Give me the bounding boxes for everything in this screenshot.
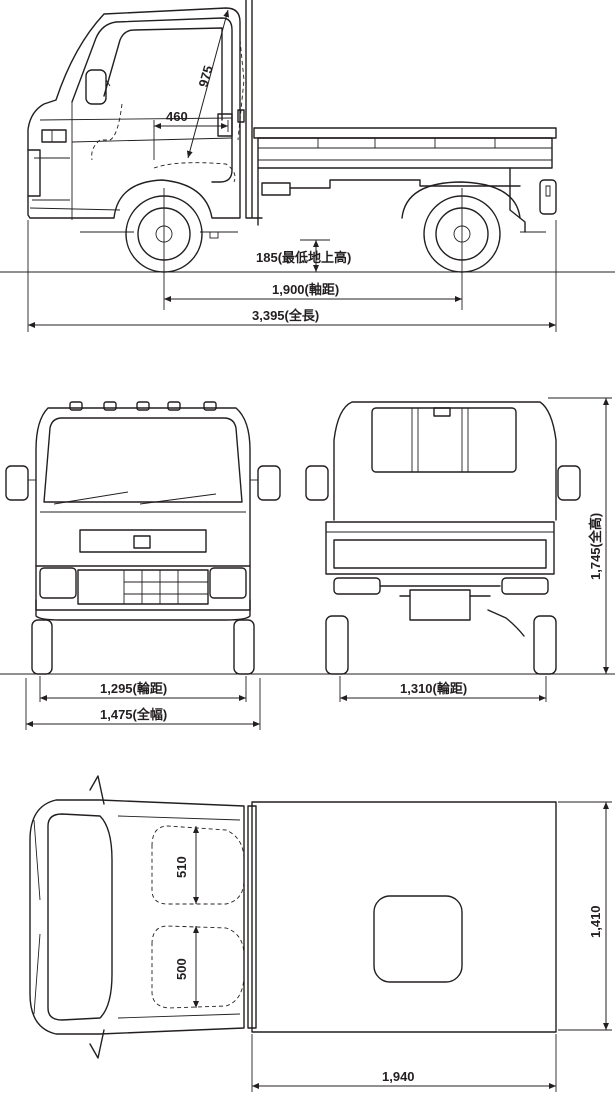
front-tire-left	[31, 619, 53, 675]
front-mirror-right	[250, 465, 281, 501]
rear-cab-outline	[333, 401, 557, 521]
front-tire-right	[233, 619, 255, 675]
front-mirror-left	[5, 465, 36, 501]
rear-guard-frame	[371, 407, 517, 473]
front-wiper	[53, 491, 217, 505]
top-bed-hatch	[373, 895, 463, 983]
rear-mirror-right	[557, 465, 581, 501]
front-cab-outline	[35, 407, 251, 611]
rear-tire-right	[533, 615, 557, 675]
rear-overall-height-label: 1,745(全高)	[588, 513, 603, 580]
top-bed-width-label: 1,410	[588, 905, 603, 938]
top-cargo-bed	[247, 801, 557, 1033]
front-headlight-left	[39, 567, 77, 599]
front-lower-grille	[77, 569, 209, 605]
side-cab-back-pole	[245, 0, 263, 219]
top-seat-upper-label: 510	[174, 856, 189, 878]
side-rear-wheel	[401, 181, 521, 273]
side-ground-clearance-label: 185(最低地上高)	[256, 250, 351, 265]
front-headlight-right	[209, 567, 247, 599]
front-emblem	[133, 535, 151, 549]
top-cab	[29, 775, 245, 1059]
rear-license-plate	[409, 589, 471, 621]
rear-view: 1,310(輪距) 1,745(全高)	[305, 397, 612, 702]
rear-lamp-right	[501, 577, 549, 595]
front-windshield	[43, 417, 243, 503]
top-view: 510 500 1,410 1,940	[29, 775, 612, 1092]
rear-exhaust	[487, 609, 525, 637]
side-overall-length-label: 3,395(全長)	[252, 308, 319, 323]
side-cab	[27, 7, 245, 239]
rear-track-label: 1,310(輪距)	[400, 681, 467, 696]
front-roof-lamps	[69, 401, 217, 411]
side-seat-diagonal-arrow	[186, 9, 230, 159]
side-seat-angle-label: 975	[195, 64, 215, 89]
rear-tailgate	[325, 521, 555, 575]
side-cargo-bed	[253, 127, 557, 233]
top-seat-lower-label: 500	[174, 958, 189, 980]
front-view: 1,295(輪距) 1,475(全幅)	[0, 401, 615, 730]
rear-mirror-left	[305, 465, 329, 501]
top-bed-length-label: 1,940	[382, 1069, 415, 1084]
rear-lamp-left	[333, 577, 381, 595]
front-grille-panel	[79, 529, 207, 553]
side-view: 975 460 185(最低地上高) 1,900(軸距) 3,395(全長)	[0, 0, 615, 332]
side-seat-depth-label: 460	[166, 109, 188, 124]
side-wheelbase-label: 1,900(軸距)	[272, 282, 339, 297]
front-track-label: 1,295(輪距)	[100, 681, 167, 696]
front-overall-width-label: 1,475(全幅)	[100, 707, 167, 722]
rear-tire-left	[325, 615, 349, 675]
